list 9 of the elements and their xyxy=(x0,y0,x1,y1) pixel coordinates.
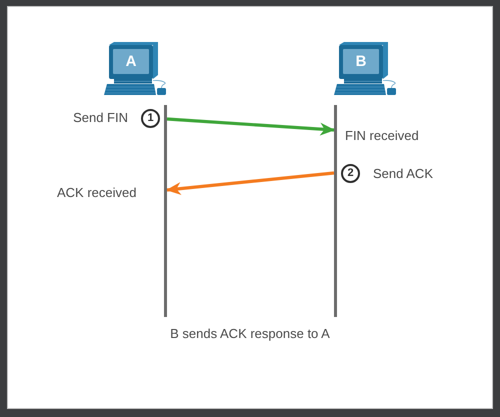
arrow xyxy=(166,171,334,196)
screen-letter: B xyxy=(356,54,366,69)
arrow xyxy=(166,117,335,136)
step-label: Send ACK xyxy=(373,166,433,181)
status-label: FIN received xyxy=(345,128,419,143)
status-label: ACK received xyxy=(57,185,136,200)
step-label: Send FIN xyxy=(73,110,128,125)
caption: B sends ACK response to A xyxy=(170,326,330,341)
screen-letter: A xyxy=(126,54,136,69)
